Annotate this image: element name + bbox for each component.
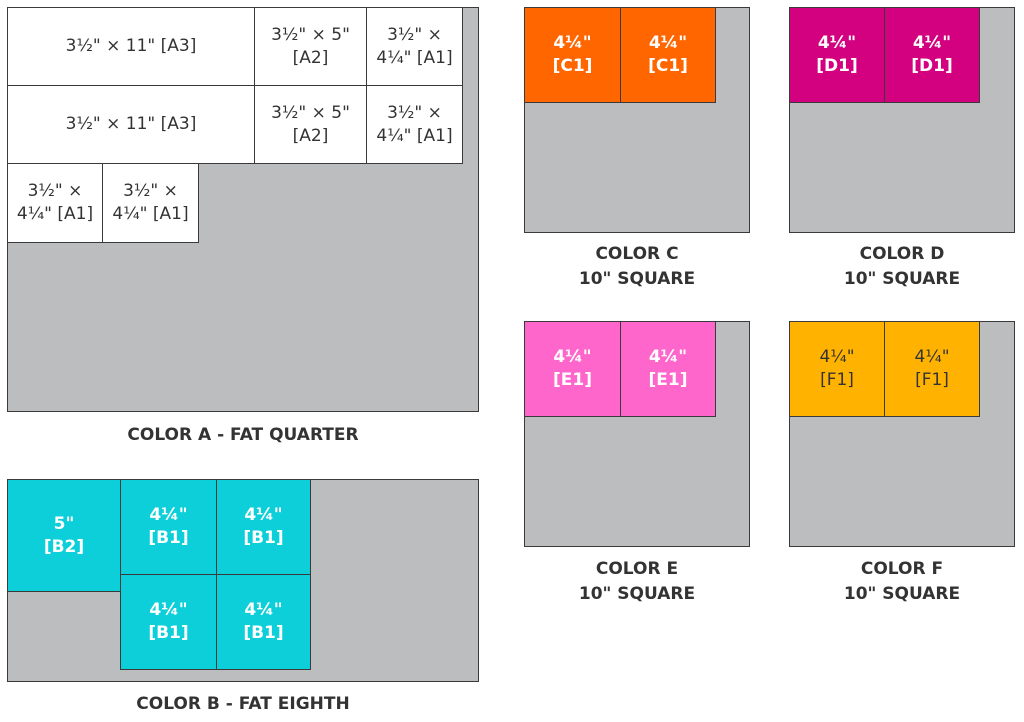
piece-b2: 5" [B2] xyxy=(7,479,121,592)
piece-a3: 3½" × 11" [A3] xyxy=(7,7,255,86)
piece-b1: 4¼" [B1] xyxy=(216,574,311,670)
piece-a1: 3½" × 4¼" [A1] xyxy=(366,7,463,86)
piece-b1: 4¼" [B1] xyxy=(120,479,217,575)
piece-a2: 3½" × 5" [A2] xyxy=(254,7,367,86)
caption-color-c: COLOR C 10" SQUARE xyxy=(578,244,696,289)
piece-a1: 3½" × 4¼" [A1] xyxy=(366,85,463,164)
piece-f1: 4¼" [F1] xyxy=(789,321,885,417)
piece-a3: 3½" × 11" [A3] xyxy=(7,85,255,164)
piece-f1: 4¼" [F1] xyxy=(884,321,980,417)
caption-color-a: COLOR A - FAT QUARTER xyxy=(127,425,359,445)
piece-e1: 4¼" [E1] xyxy=(620,321,716,417)
piece-d1: 4¼" [D1] xyxy=(789,7,885,103)
piece-b1: 4¼" [B1] xyxy=(216,479,311,575)
piece-b1: 4¼" [B1] xyxy=(120,574,217,670)
piece-a2: 3½" × 5" [A2] xyxy=(254,85,367,164)
piece-a1: 3½" × 4¼" [A1] xyxy=(7,163,103,243)
caption-color-f: COLOR F 10" SQUARE xyxy=(843,559,961,604)
caption-color-b: COLOR B - FAT EIGHTH xyxy=(136,694,350,714)
caption-color-e: COLOR E 10" SQUARE xyxy=(578,559,696,604)
piece-e1: 4¼" [E1] xyxy=(524,321,621,417)
piece-c1: 4¼" [C1] xyxy=(524,7,621,103)
piece-a1: 3½" × 4¼" [A1] xyxy=(102,163,199,243)
caption-color-d: COLOR D 10" SQUARE xyxy=(843,244,961,289)
piece-d1: 4¼" [D1] xyxy=(884,7,980,103)
piece-c1: 4¼" [C1] xyxy=(620,7,716,103)
